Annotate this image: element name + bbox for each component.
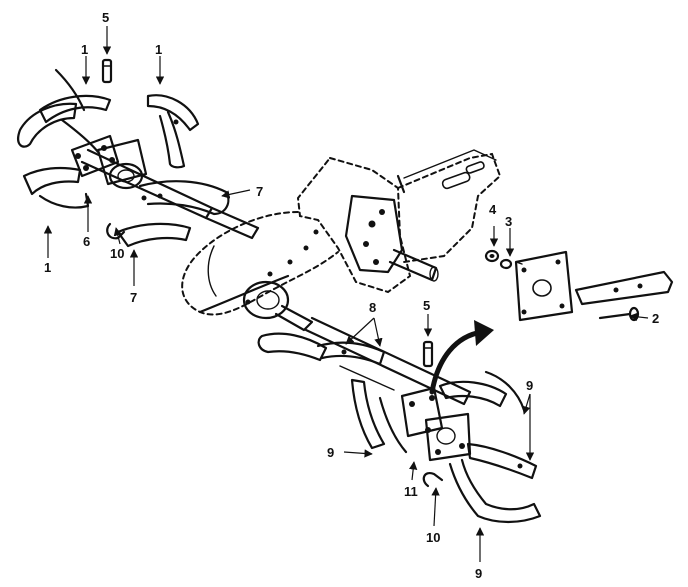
center-bolt [422,340,434,368]
callout-9-left: 9 [327,445,334,460]
left-inner-tines [116,94,230,248]
left-outer-tines [17,68,112,209]
transmission-housing [296,149,502,294]
callout-5-center: 5 [423,298,430,313]
callout-7-bottom: 7 [130,290,137,305]
washer [499,258,513,270]
callout-5-top: 5 [102,10,109,25]
leader-lines [43,26,649,562]
callout-2: 2 [652,311,659,326]
callout-9-right: 9 [526,378,533,393]
right-upper-tines [257,332,408,454]
callout-11: 11 [404,484,418,499]
right-mounting-plate [514,250,574,322]
callout-10-left: 10 [110,246,124,261]
callout-1-bottom: 1 [44,260,51,275]
right-tine-shaft [304,316,472,406]
callout-8: 8 [369,300,376,315]
right-outer-tines [438,370,542,524]
direction-arrow [429,320,494,395]
bolt [598,306,640,322]
side-shield [181,211,339,316]
callout-1-top-right: 1 [155,42,162,57]
callout-9-bottom: 9 [475,566,482,581]
left-mounting-flange [70,134,148,190]
callout-1-top-left: 1 [81,42,88,57]
callout-6: 6 [83,234,90,249]
nut [484,249,500,263]
callout-10-right: 10 [426,530,440,545]
callout-labels: 1 1 1 2 3 4 5 5 6 7 7 8 9 9 9 10 10 11 [44,10,659,581]
right-side-bar [574,270,674,306]
inner-hub [242,280,314,332]
callout-4: 4 [489,202,497,217]
top-bolt [101,58,113,84]
right-lock-pin [422,472,444,488]
callout-7-right: 7 [256,184,263,199]
callout-3: 3 [505,214,512,229]
right-mounting-flange [400,386,472,462]
